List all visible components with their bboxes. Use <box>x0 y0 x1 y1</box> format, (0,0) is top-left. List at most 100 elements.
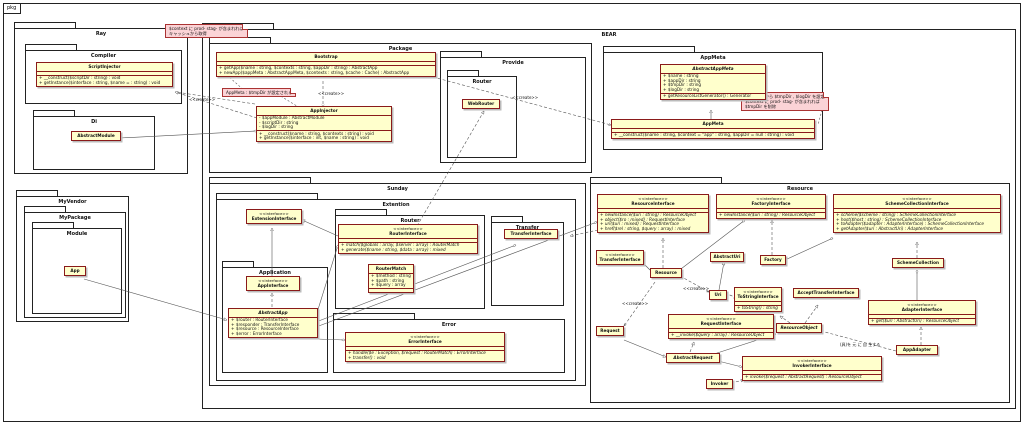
class-invoker-interface[interactable]: <<interface>>InvokerInterface + invoke($… <box>742 356 882 382</box>
class-field: - $logDir : string <box>259 124 294 130</box>
application-package-tab <box>222 261 254 268</box>
class-app-injector[interactable]: AppInjector - $appModule : AbstractModul… <box>256 106 392 143</box>
class-request-interface[interactable]: <<interface>>RequestInterface + __invoke… <box>668 314 774 340</box>
stereotype: <<interface>> <box>393 226 423 231</box>
class-app-interface[interactable]: <<interface>>AppInterface <box>246 276 300 291</box>
class-scheme-collection[interactable]: SchemeCollection <box>892 258 944 268</box>
resource-package-tab <box>590 177 722 184</box>
error-package-tab <box>333 313 415 320</box>
router-provide-package-tab <box>447 70 479 77</box>
class-app[interactable]: App <box>64 266 86 276</box>
class-router-match[interactable]: RouterMatch + $method : string + $path :… <box>368 264 414 294</box>
class-field: + $responder : TransferInterface <box>231 321 300 327</box>
router-ext-package-tab <box>335 209 387 216</box>
class-field: + $query : array <box>371 282 406 288</box>
transfer-package-tab <box>491 216 523 223</box>
class-request[interactable]: Request <box>596 326 624 336</box>
class-invoker[interactable]: Invoker <box>706 379 733 389</box>
class-name: AppAdapter <box>902 347 932 352</box>
class-field: + $logDir : string <box>663 86 700 92</box>
class-name: ResourceObject <box>780 325 818 330</box>
class-name: SchemeCollection <box>897 260 939 265</box>
class-app-meta[interactable]: AppMeta + __construct($name : string, $c… <box>611 119 815 140</box>
class-name: Request <box>600 328 620 333</box>
extension-package-title: Extention <box>382 202 410 208</box>
class-resource-interface[interactable]: <<interface>>ResourceInterface + newInst… <box>597 194 709 233</box>
class-name: ScriptInjector <box>88 64 121 69</box>
class-method: + newApp($appMeta : AbstractAppMeta, $co… <box>219 69 410 75</box>
class-script-injector[interactable]: ScriptInjector + __construct($scriptDir … <box>36 62 173 87</box>
stereotype: <<interface>> <box>410 334 440 339</box>
class-name: AbstractUri <box>713 254 741 259</box>
class-scheme-collection-interface[interactable]: <<interface>>SchemeCollectionInterface +… <box>833 194 1001 233</box>
class-extension-interface[interactable]: <<interface>>ExtensionInterface <box>246 209 302 224</box>
class-uri[interactable]: Uri <box>709 290 727 300</box>
class-field: + $method : string <box>371 273 411 278</box>
class-name: ErrorInterface <box>408 339 442 344</box>
class-abstract-uri[interactable]: AbstractUri <box>710 252 744 262</box>
class-field: + $appDir : string <box>663 77 701 83</box>
class-name: AdapterInterface <box>901 307 943 312</box>
class-method: + match($globals : array, $server : arra… <box>341 242 460 247</box>
class-bootstrap[interactable]: Bootstrap + getApp($name : string, $cont… <box>216 52 436 77</box>
stereotype: <<interface>> <box>907 302 937 307</box>
class-resource[interactable]: Resource <box>650 268 682 278</box>
class-method: + __construct($scriptDir : string) : voi… <box>39 75 121 80</box>
class-method: + getInstance($interface : int, $name : … <box>259 135 369 141</box>
class-method: + get($uri : AbstractUri) : ResourceObje… <box>871 318 959 323</box>
class-method: + __construct($name : string, $contexts … <box>259 130 374 136</box>
class-adapter-interface[interactable]: <<interface>>AdapterInterface + get($uri… <box>868 300 976 326</box>
class-name: ResourceInterface <box>631 201 675 206</box>
class-router-interface[interactable]: <<interface>>RouterInterface + match($gl… <box>338 224 478 254</box>
class-abstract-app[interactable]: AbstractApp + $router : RouterInterface … <box>228 308 318 338</box>
class-error-interface[interactable]: <<interface>>ErrorInterface + handle($e … <box>345 332 505 362</box>
class-method: + getApp($name : string, $contexts : str… <box>219 65 378 70</box>
compiler-package-tab <box>25 44 77 51</box>
module-package-title: Module <box>66 231 88 237</box>
mypackage-package-title: MyPackage <box>59 215 91 221</box>
class-abstract-module[interactable]: AbstractModule <box>71 131 121 141</box>
create-label-2: <<create>> <box>318 91 344 96</box>
myvendor-package-title: MyVendor <box>58 199 87 205</box>
class-name: AppMeta <box>702 121 724 126</box>
mypackage-package-tab <box>24 206 66 213</box>
class-app-adapter[interactable]: AppAdapter <box>896 345 938 355</box>
router-provide-package-title: Router <box>472 79 492 85</box>
class-name: AbstractAppMeta <box>692 66 734 71</box>
class-field: + $router : RouterInterface <box>231 317 288 322</box>
class-factory[interactable]: Factory <box>760 255 786 265</box>
provide-package-tab <box>440 51 482 58</box>
class-abstract-request[interactable]: AbstractRequest <box>666 353 720 363</box>
appmeta-note-line-3: $tmpDir を削除 <box>745 104 777 109</box>
stereotype: <<interface>> <box>605 252 635 257</box>
stereotype: <<interface>> <box>756 196 786 201</box>
class-accept-transfer-interface[interactable]: AcceptTransferInterface <box>793 288 859 298</box>
package-package-title: Package <box>388 46 413 52</box>
class-web-router[interactable]: WebRouter <box>462 99 500 109</box>
ray-package-title: Ray <box>95 31 107 37</box>
stereotype: <<interface>> <box>259 211 289 216</box>
class-abstract-app-meta[interactable]: AbstractAppMeta + $name : string + $appD… <box>660 64 766 101</box>
class-name: Bootstrap <box>314 54 338 59</box>
class-method: + object($ro : mixed) : RequestInterface <box>600 216 686 222</box>
class-to-string-interface[interactable]: <<interface>>ToStringInterface + toStrin… <box>734 287 782 313</box>
bootstrap-note-line-1: $context に prod- stag- が含まれれば <box>169 26 244 31</box>
class-name: WebRouter <box>467 101 495 106</box>
resource-object-hint: (具)を 元 に 自 生する <box>840 341 880 347</box>
class-field: + $path : string <box>371 277 405 283</box>
class-method: + transfer() : void <box>348 354 386 360</box>
appmeta-note-line-2: $context に prod- stag- が含まれれば <box>745 99 820 104</box>
provide-package-title: Provide <box>502 60 524 66</box>
module-package: Module <box>32 228 122 314</box>
class-method: + getAdapter($uri : AbstractUri) : Adapt… <box>836 225 943 231</box>
class-method: + handle($e : Exception, $request : Rout… <box>348 350 486 355</box>
class-factory-interface[interactable]: <<interface>>FactoryInterface + newInsta… <box>716 194 826 220</box>
class-resource-object[interactable]: ResourceObject <box>776 323 822 333</box>
class-method: + host($host : string) : SchemeCollectio… <box>836 216 942 222</box>
di-package-tab <box>33 110 75 117</box>
sunday-package-tab <box>209 177 311 184</box>
create-label-3: <<create>> <box>512 95 538 100</box>
class-transfer-interface[interactable]: <<interface>>TransferInterface <box>596 250 644 265</box>
class-transfer-interface-sunday[interactable]: TransferInterface <box>504 229 558 239</box>
